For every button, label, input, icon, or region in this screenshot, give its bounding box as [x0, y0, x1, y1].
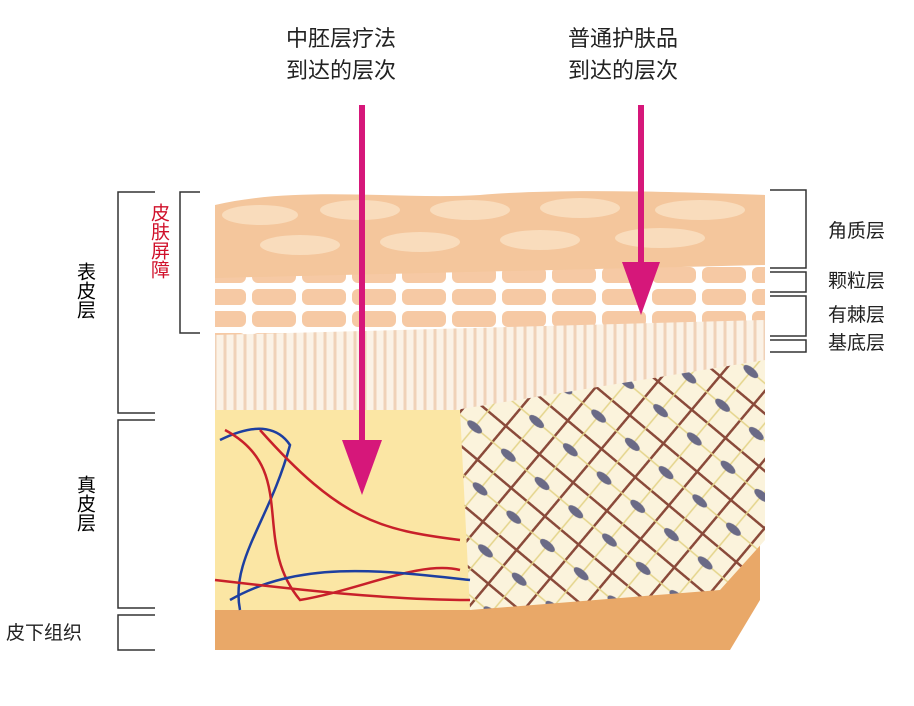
label-stratum-corneum: 角质层 — [828, 220, 886, 242]
dermis-collagen-mesh — [455, 350, 765, 610]
right-brackets — [770, 189, 807, 353]
label-epidermis: 表皮层 — [74, 262, 96, 319]
label-skincare: 普通护肤品 到达的层次 — [562, 22, 685, 90]
label-dermis: 真皮层 — [74, 475, 96, 532]
spinous-basal-layer — [215, 310, 765, 410]
arrow-mesotherapy — [342, 105, 382, 495]
granular-layer — [215, 260, 765, 335]
label-mesotherapy: 中胚层疗法 到达的层次 — [280, 22, 403, 90]
label-basal: 基底层 — [828, 332, 886, 354]
arrow-skincare — [622, 105, 660, 315]
label-line: 到达的层次 — [286, 59, 397, 84]
label-granular: 颗粒层 — [828, 270, 886, 292]
blood-vessels — [214, 427, 471, 611]
left-brackets — [117, 191, 200, 651]
label-line: 到达的层次 — [568, 59, 679, 84]
label-spinous: 有棘层 — [828, 304, 886, 326]
label-skin-barrier: 皮肤屏障 — [148, 203, 170, 279]
corneum-cells — [222, 198, 745, 255]
label-line: 普通护肤品 — [568, 27, 679, 52]
subcutaneous-layer — [215, 545, 760, 650]
label-subcutaneous: 皮下组织 — [6, 622, 83, 644]
label-line: 中胚层疗法 — [286, 27, 397, 52]
